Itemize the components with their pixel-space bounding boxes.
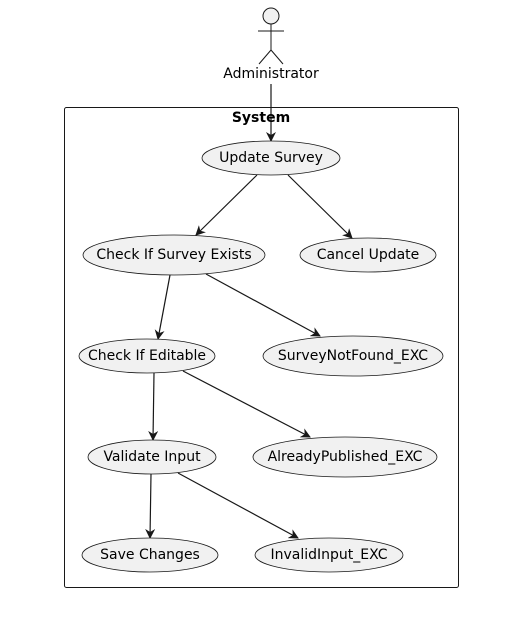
use-case-validate — [87, 439, 217, 475]
use-case-label: Check If Editable — [87, 348, 207, 364]
use-case-label: Validate Input — [103, 449, 201, 465]
use-cases-layer — [78, 140, 444, 573]
relation-arrow-validate-to-invalid — [177, 472, 299, 539]
use-case-label: Update Survey — [219, 150, 323, 166]
system-boundary — [64, 107, 459, 588]
use-case-label: AlreadyPublished_EXC — [267, 449, 423, 465]
system-title: System — [231, 110, 291, 126]
use-case-published — [252, 436, 438, 478]
relation-arrow-check-exists-to-check-editable — [154, 274, 171, 340]
relation-arrow-check-exists-to-not-found — [205, 273, 321, 337]
use-case-label: Save Changes — [100, 547, 200, 563]
relation-arrow-update-to-cancel — [287, 174, 353, 239]
use-case-not-found — [262, 335, 444, 377]
use-case-label: SurveyNotFound_EXC — [277, 348, 429, 364]
actor-left-leg — [258, 49, 272, 65]
relations-layer — [145, 84, 353, 539]
actor-figure — [258, 7, 284, 65]
relation-arrow-update-to-check-exists — [195, 174, 258, 236]
relation-arrow-check-editable-to-validate — [148, 372, 159, 441]
use-case-save — [81, 537, 219, 573]
relation-arrow-validate-to-save — [145, 473, 156, 539]
use-case-label: InvalidInput_EXC — [270, 547, 388, 563]
use-case-check-exists — [82, 234, 266, 276]
use-case-check-editable — [78, 338, 216, 374]
use-case-update — [201, 140, 341, 176]
use-case-label: Cancel Update — [316, 247, 420, 263]
relation-arrow-check-editable-to-published — [182, 370, 311, 438]
actor-name: Administrator — [223, 66, 319, 82]
use-case-cancel — [299, 237, 437, 273]
use-case-label: Check If Survey Exists — [96, 247, 252, 263]
use-case-invalid — [254, 537, 404, 573]
actor-right-leg — [270, 49, 284, 65]
actor-head — [262, 7, 280, 25]
